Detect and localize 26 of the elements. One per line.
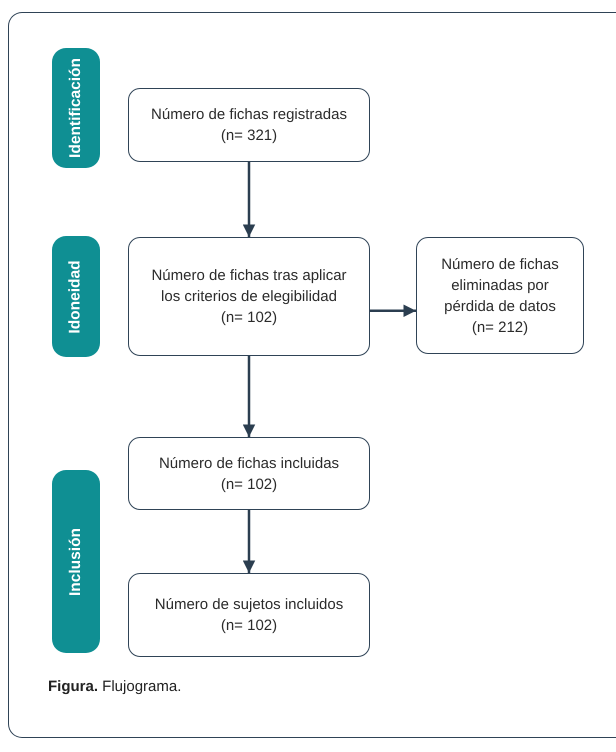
box-text: Número de fichas tras aplicar los criterios de elegibilidad (150, 266, 348, 307)
arrow (242, 356, 256, 437)
section-band (52, 236, 100, 357)
figure-caption: Figura. Flujograma. (48, 678, 182, 695)
process-box (128, 237, 370, 356)
box-text: Número de fichas incluidas (158, 454, 340, 474)
box-text: (n= 321) (220, 126, 278, 146)
process-box (416, 237, 584, 354)
box-text: (n= 102) (220, 308, 278, 328)
box-text: (n= 102) (220, 474, 278, 494)
section-label: Identificación (67, 58, 85, 158)
section-band (52, 470, 100, 653)
arrow (242, 162, 256, 237)
process-box (128, 88, 370, 162)
process-box (128, 573, 370, 657)
box-text: Número de fichas eliminadas por pérdida de datos (440, 254, 560, 316)
section-band (52, 48, 100, 168)
box-text: (n= 102) (220, 616, 278, 636)
box-text: Número de sujetos incluidos (154, 595, 344, 615)
section-label: Inclusión (67, 527, 85, 596)
box-text: Número de fichas registradas (151, 105, 347, 125)
section-label: Idoneidad (67, 260, 85, 334)
arrow (370, 304, 416, 318)
box-text: (n= 212) (472, 318, 528, 338)
process-box (128, 437, 370, 510)
arrow (242, 510, 256, 573)
